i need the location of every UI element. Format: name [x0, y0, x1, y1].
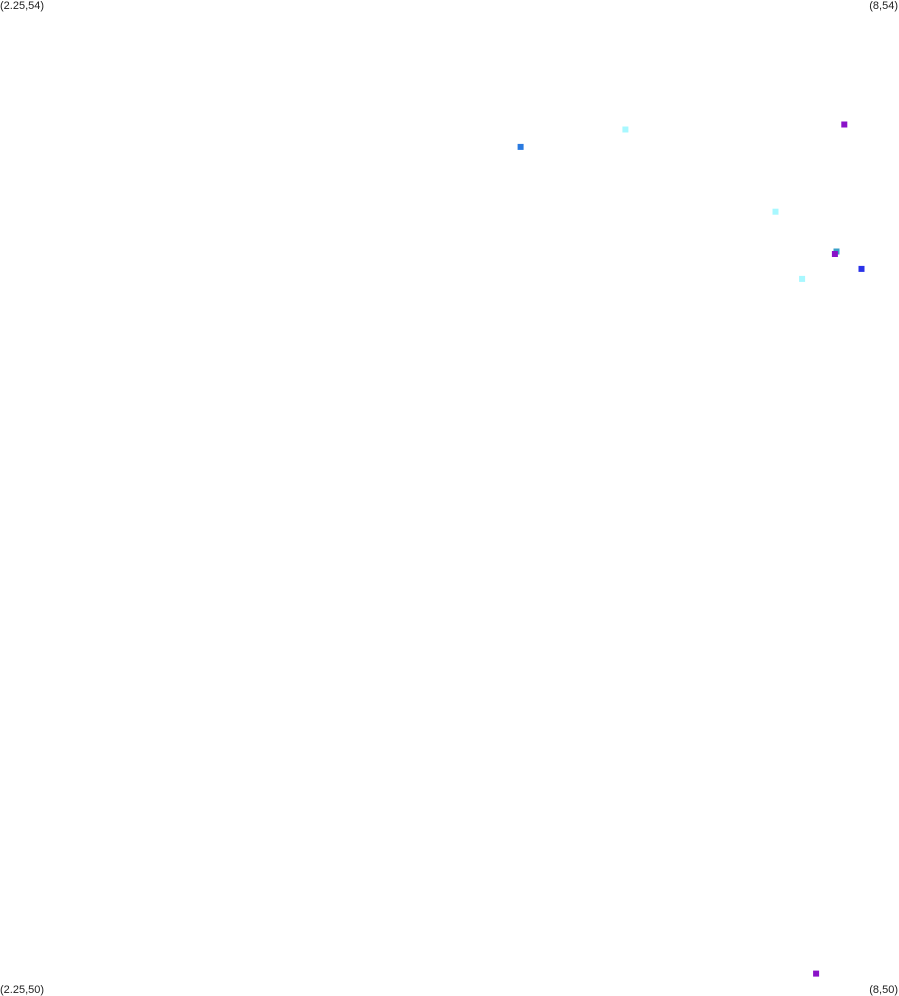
scatter-point-9 — [813, 970, 820, 977]
scatter-point-4 — [772, 208, 779, 215]
corner-label-top-right: (8,54) — [869, 0, 898, 12]
scatter-point-1 — [841, 121, 848, 128]
scatter-point-6 — [831, 251, 838, 257]
scatter-point-2 — [622, 126, 629, 133]
corner-label-bottom-right: (8,50) — [869, 984, 898, 996]
corner-label-bottom-left: (2.25,50) — [0, 984, 45, 996]
scatter-point-8 — [799, 275, 806, 282]
scatter-point-3 — [517, 143, 524, 150]
corner-label-top-left: (2.25,54) — [0, 0, 45, 12]
scatter-point-7 — [858, 265, 865, 272]
